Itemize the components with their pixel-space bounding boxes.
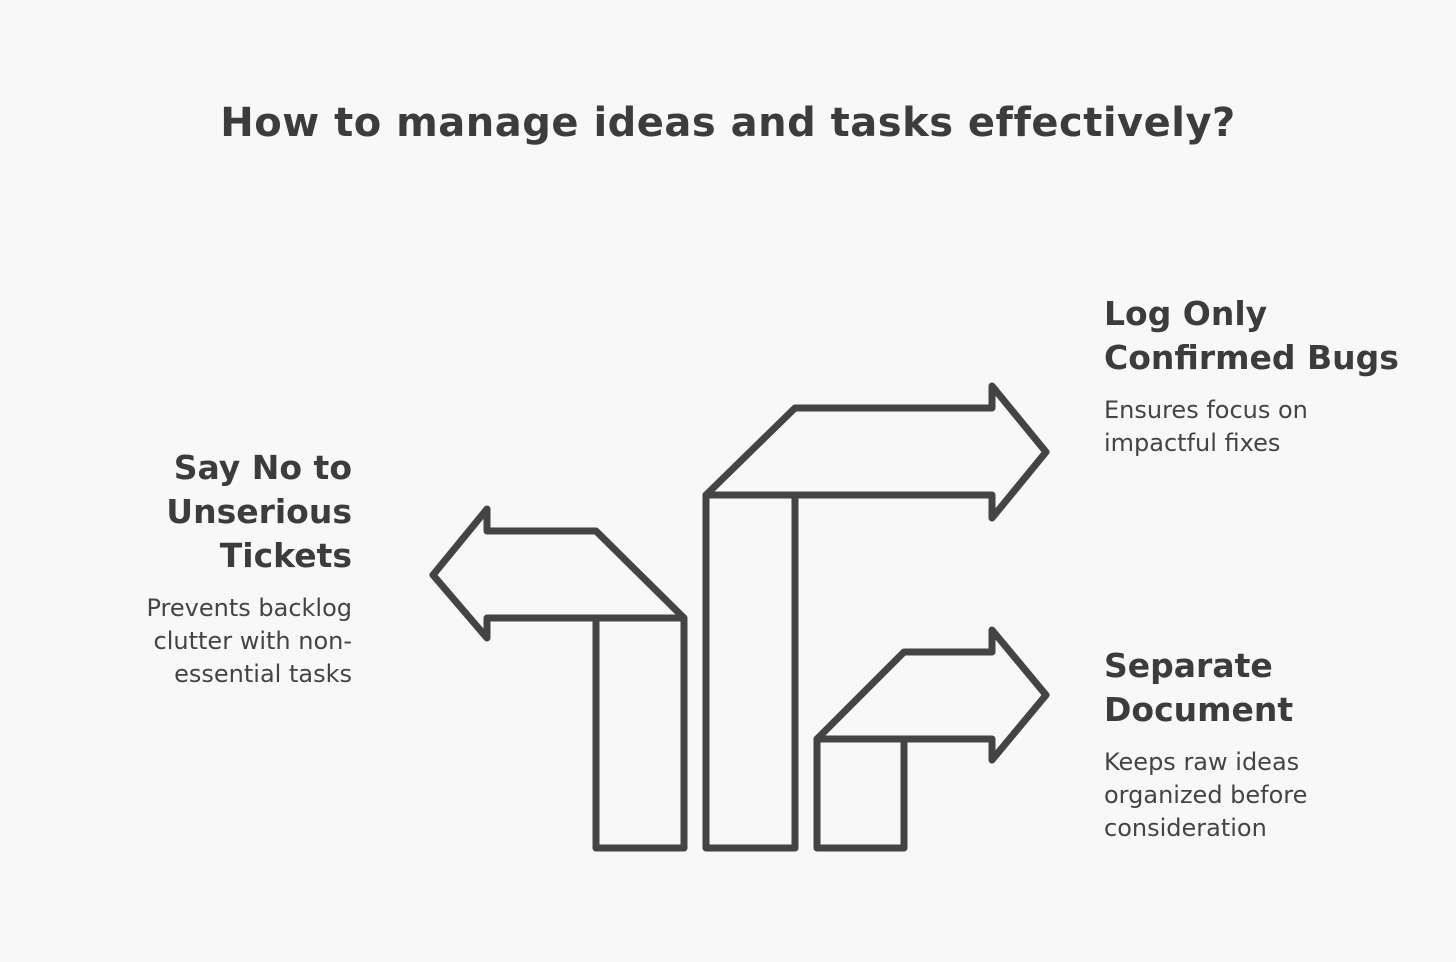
bottom-arrow-body	[813, 626, 1050, 764]
left-arrow-pillar	[592, 614, 688, 852]
diagram-title: How to manage ideas and tasks effectivel…	[220, 100, 1236, 146]
arrow-right-icon	[813, 626, 1050, 852]
arrow-right-icon	[702, 382, 1050, 852]
option-description: Ensures focus on impactful fixes	[1104, 396, 1308, 457]
option-say-no: Say No to Unserious Tickets Prevents bac…	[90, 446, 353, 691]
left-arrow-body	[429, 505, 688, 642]
option-description: Prevents backlog clutter with non-essent…	[146, 594, 353, 688]
middle-arrow-body	[702, 382, 1050, 522]
bottom-arrow-pillar	[813, 735, 908, 852]
option-log-bugs: Log Only Confirmed Bugs Ensures focus on…	[1104, 292, 1404, 460]
option-heading: Say No to Unserious Tickets	[166, 448, 352, 575]
option-separate-document: Separate Document Keeps raw ideas organi…	[1104, 644, 1404, 845]
option-description: Keeps raw ideas organized before conside…	[1104, 748, 1308, 842]
option-heading: Separate Document	[1104, 646, 1294, 729]
option-heading: Log Only Confirmed Bugs	[1104, 294, 1399, 377]
middle-arrow-pillar	[702, 491, 799, 852]
arrow-left-icon	[429, 505, 688, 852]
